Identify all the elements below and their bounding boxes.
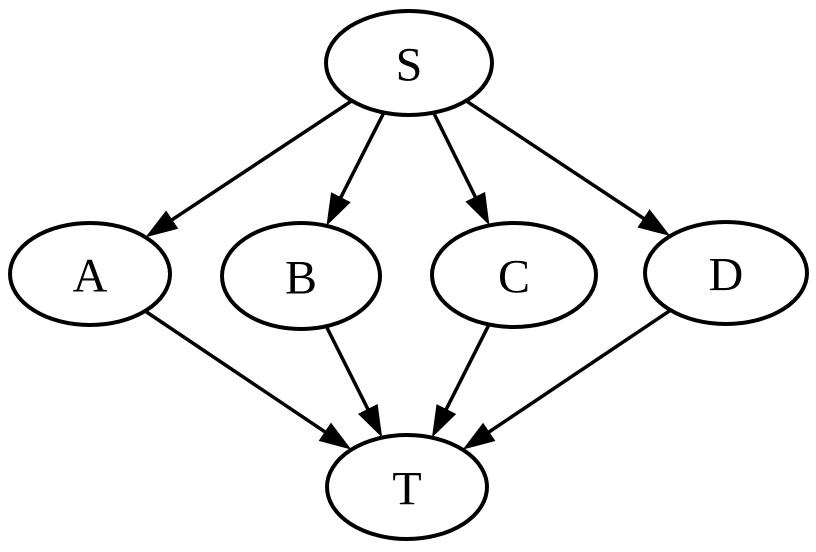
edge-A-T — [144, 309, 352, 450]
edge-line — [432, 111, 479, 201]
arrowhead-icon — [326, 192, 351, 226]
edge-line — [443, 323, 491, 413]
node-D-label: D — [709, 248, 744, 301]
node-T-label: T — [392, 462, 421, 515]
edge-S-D — [465, 99, 671, 237]
node-T: T — [325, 433, 489, 541]
edge-line — [324, 325, 371, 413]
edge-line — [485, 308, 672, 435]
arrowhead-icon — [145, 210, 179, 238]
node-A: A — [8, 221, 172, 327]
node-C-shape — [430, 221, 598, 329]
node-T-shape — [325, 433, 489, 541]
node-B-shape — [220, 221, 382, 331]
node-S-shape — [324, 9, 494, 117]
edge-S-C — [432, 111, 490, 226]
edge-line — [337, 111, 386, 201]
arrowhead-icon — [465, 191, 490, 226]
edge-B-T — [324, 325, 383, 438]
edge-C-T — [431, 323, 491, 438]
edge-S-B — [326, 111, 386, 226]
arrowhead-icon — [431, 404, 457, 438]
node-B-label: B — [285, 251, 317, 304]
arrowhead-icon — [462, 422, 496, 450]
node-S-label: S — [396, 38, 423, 91]
arrowhead-icon — [357, 404, 383, 438]
node-C-label: C — [498, 250, 530, 303]
node-D-shape — [643, 220, 809, 326]
edge-S-A — [145, 99, 353, 238]
node-C: C — [430, 221, 598, 329]
node-S: S — [324, 9, 494, 117]
arrowhead-icon — [637, 209, 671, 237]
node-D: D — [643, 220, 809, 326]
edge-line — [168, 99, 353, 223]
node-B: B — [220, 221, 382, 331]
edge-line — [465, 99, 647, 222]
edge-line — [144, 309, 329, 435]
node-A-shape — [8, 221, 172, 327]
node-A-label: A — [73, 249, 108, 302]
arrowhead-icon — [318, 422, 352, 450]
edge-D-T — [462, 308, 672, 450]
